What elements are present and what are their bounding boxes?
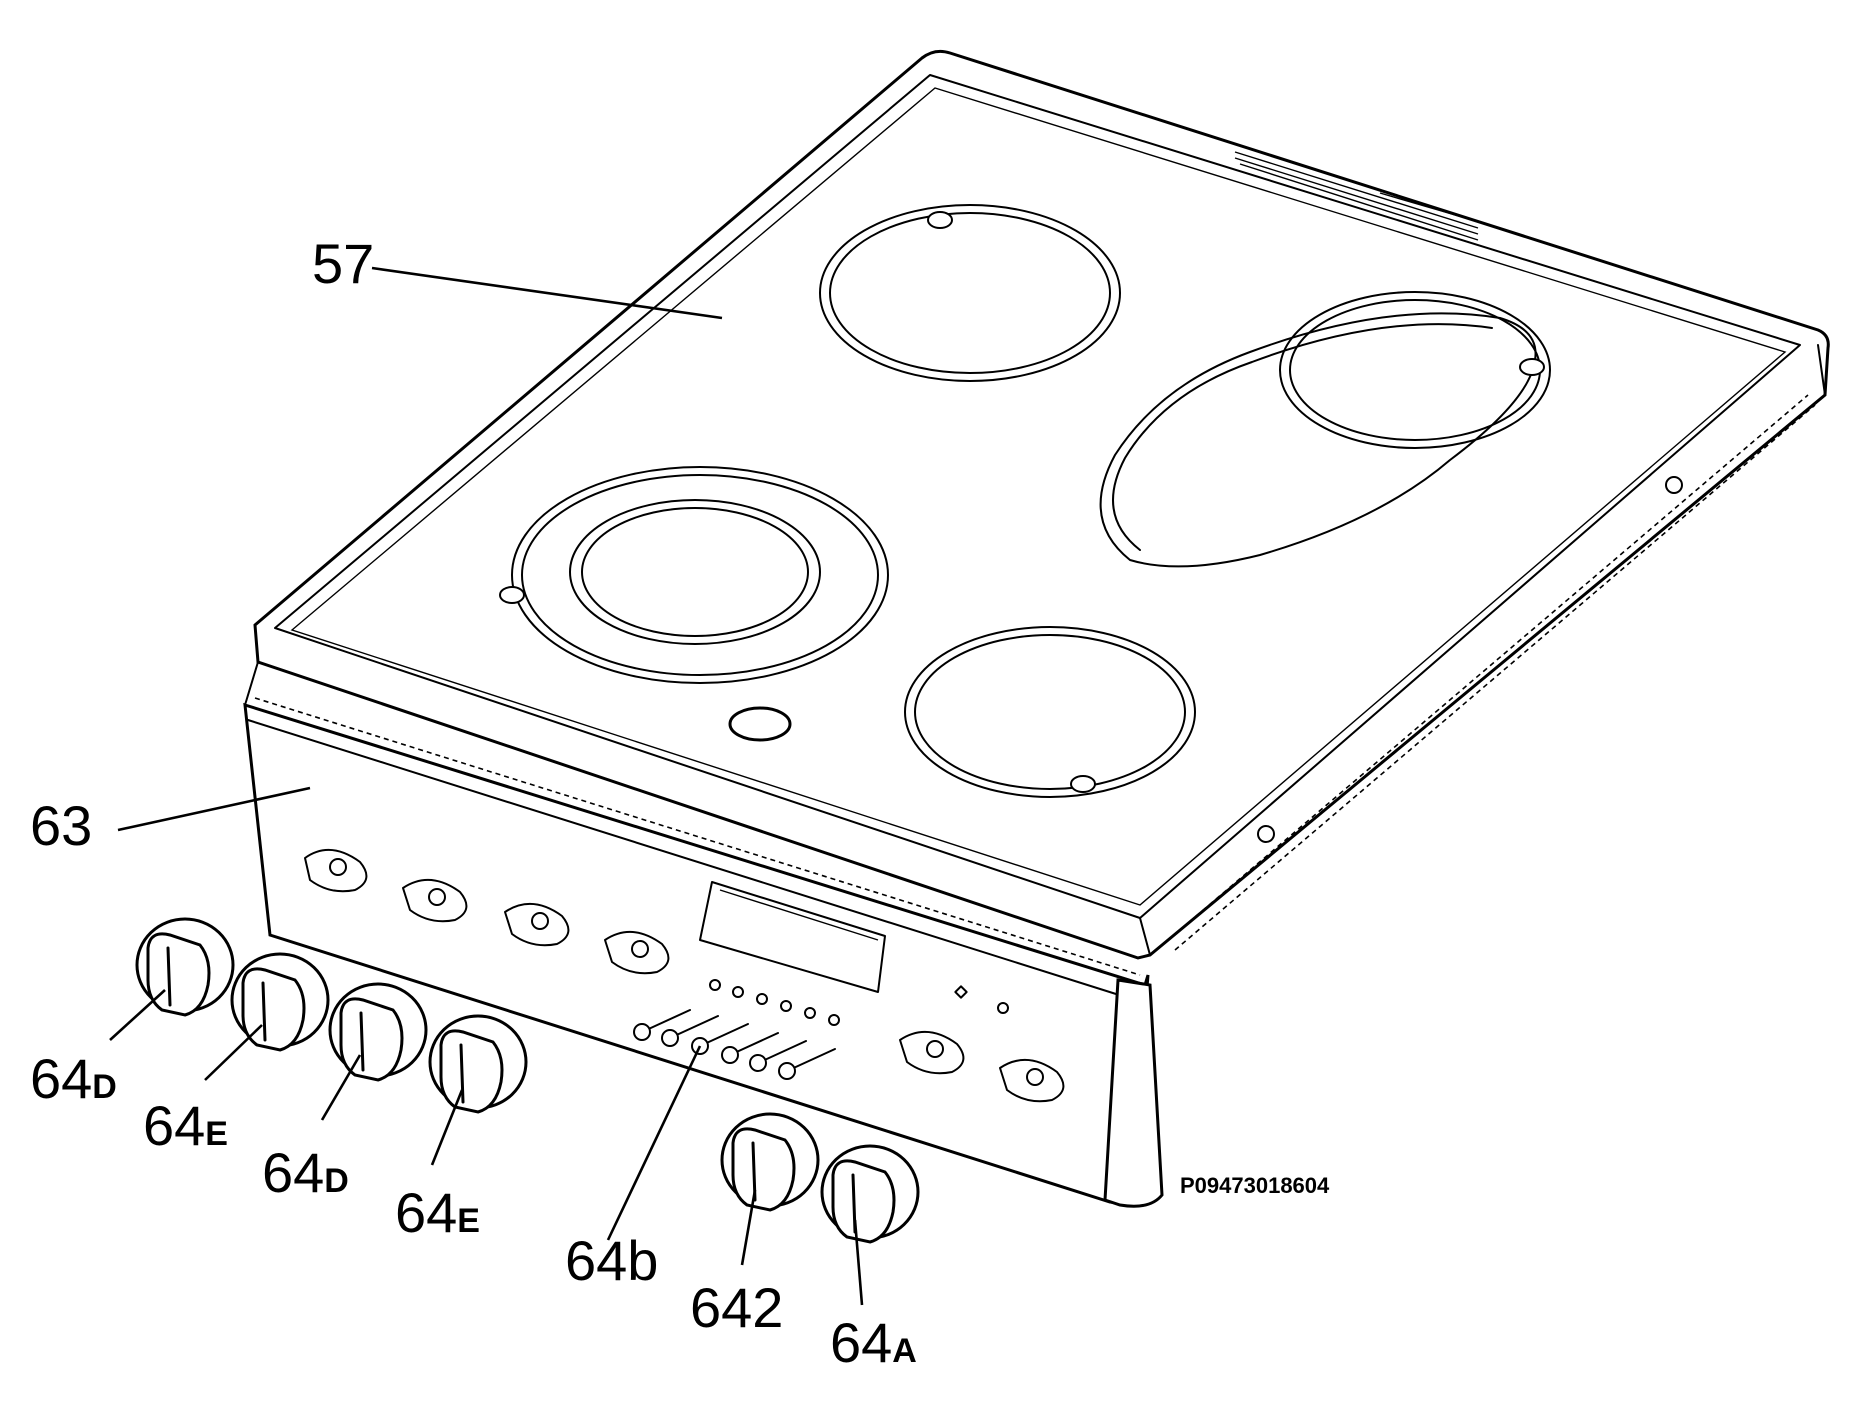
indicator-ring <box>728 706 792 742</box>
callout-64e-2: 64E <box>395 1181 480 1244</box>
leader-642 <box>740 1189 757 1266</box>
leader-64e-1 <box>204 1024 263 1081</box>
callout-57: 57 <box>312 232 374 295</box>
knob-64a <box>820 1144 920 1244</box>
push-buttons-64b <box>633 1009 836 1080</box>
callout-64a: 64A <box>830 1311 917 1374</box>
knob-642 <box>720 1112 820 1212</box>
cooking-zone-front-left-dual <box>499 466 889 684</box>
cooking-zone-back-left <box>819 204 1121 382</box>
callout-64b: 64b <box>565 1229 658 1292</box>
callout-labels: 57 63 64D 64E 64D 64E 64b 642 64A P09473… <box>30 232 1330 1374</box>
led-indicators <box>709 979 1009 1026</box>
hob-top-57 <box>253 49 1830 960</box>
leader-64d-2 <box>320 1054 362 1121</box>
knob-64d-2 <box>328 982 428 1082</box>
knob-bosses <box>304 849 1065 1103</box>
callout-64d-2: 64D <box>262 1141 349 1204</box>
callout-63: 63 <box>30 794 92 857</box>
knob-64d-1 <box>135 917 235 1017</box>
knob-64e-1 <box>230 952 330 1052</box>
leader-64b <box>606 1045 702 1241</box>
callout-642: 642 <box>690 1276 783 1339</box>
leader-64a <box>853 1219 864 1306</box>
control-panel-63 <box>243 661 1164 1208</box>
cooking-zone-back-right-oval <box>1099 291 1551 568</box>
leader-lines <box>109 266 864 1306</box>
knob-64e-2 <box>428 1014 528 1114</box>
callout-64d-1: 64D <box>30 1047 117 1110</box>
leader-57 <box>371 266 723 320</box>
diagram-code: P09473018604 <box>1180 1173 1330 1198</box>
leader-64e-2 <box>430 1089 464 1166</box>
cooking-zone-front-right <box>904 626 1196 798</box>
callout-64e-1: 64E <box>143 1094 228 1157</box>
control-knobs <box>135 917 920 1244</box>
leader-64d-1 <box>109 989 166 1041</box>
leader-63 <box>117 786 311 832</box>
